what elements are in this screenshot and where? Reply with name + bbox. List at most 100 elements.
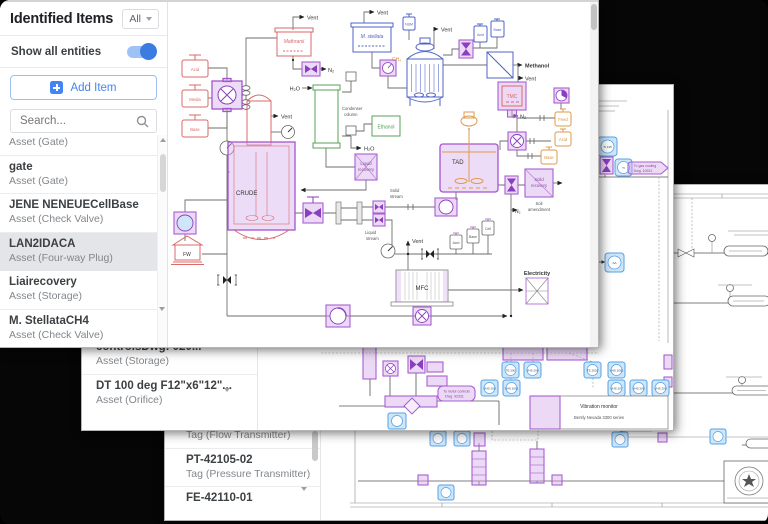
- list-item[interactable]: M. StellataCH4 Asset (Check Valve): [0, 310, 157, 347]
- condenser-column[interactable]: [312, 71, 357, 149]
- solid-recovery-box[interactable]: Solid recovery: [524, 168, 554, 198]
- svg-text:CRUDE: CRUDE: [236, 191, 257, 197]
- condenser-label: column: [344, 112, 358, 117]
- search-input[interactable]: [18, 114, 136, 128]
- recovery-valve[interactable]: [504, 175, 519, 195]
- pipe-coupling[interactable]: [335, 201, 363, 225]
- pid2-equipment[interactable]: [362, 344, 673, 430]
- svg-text:To gas cooling: To gas cooling: [634, 164, 656, 168]
- mathranii-vessel[interactable]: Mathranii: [274, 27, 314, 57]
- search-box[interactable]: [10, 109, 157, 133]
- vent-valve[interactable]: [458, 39, 474, 59]
- pressure-gauge[interactable]: [281, 125, 295, 139]
- tmc-box[interactable]: TMC: [497, 81, 527, 111]
- list-item[interactable]: DT 100 deg F12"x6"12"... Asset (Orifice): [82, 375, 257, 413]
- four-way-valve-2[interactable]: [507, 131, 527, 151]
- solids-pump[interactable]: [434, 197, 458, 217]
- svg-text:AA: AA: [612, 261, 616, 265]
- show-all-entities-toggle[interactable]: [127, 43, 157, 60]
- filter-dropdown[interactable]: All: [122, 9, 159, 29]
- svg-text:Base: Base: [190, 127, 200, 132]
- scrollbar-thumb[interactable]: [312, 431, 318, 461]
- list-item[interactable]: gate Asset (Gate): [0, 156, 157, 195]
- mfc-cell-bottle[interactable]: Cell: [481, 218, 495, 236]
- pid-canvas-2[interactable]: TI 135 TI AA To gas cooling Dwg. 10921: [259, 85, 673, 430]
- bottom-pump[interactable]: [325, 304, 351, 328]
- tad-vessel[interactable]: TAD: [439, 111, 499, 193]
- window-scrollbar[interactable]: [590, 2, 598, 347]
- vibration-sensor-cluster[interactable]: TE 200 VHS 200 TE 2001 VHS 2001 VHS 200 …: [480, 361, 670, 397]
- media-feed-bottle[interactable]: Media: [181, 84, 209, 108]
- add-item-button[interactable]: Add Item: [10, 75, 157, 100]
- four-way-plug-valve[interactable]: [211, 77, 243, 113]
- mfc-stack[interactable]: MFC: [390, 269, 454, 307]
- list-item[interactable]: JENE NENEUECellBase Asset (Check Valve): [0, 194, 157, 233]
- mfc-bracket-valve[interactable]: [421, 248, 439, 260]
- list-item[interactable]: Asset (Gate): [0, 135, 157, 156]
- solid-stream-label: stream: [390, 194, 403, 199]
- small-valve[interactable]: [506, 109, 518, 118]
- pid-canvas-1[interactable]: Acid Media Base: [168, 2, 598, 347]
- stream-valve[interactable]: [372, 200, 386, 214]
- ferm-acid-bottle[interactable]: Acid: [473, 23, 488, 43]
- svg-text:FW: FW: [183, 252, 191, 258]
- motor-controls-banner[interactable]: To motor controls Dwg. 92331: [437, 385, 476, 402]
- ch4-instrument[interactable]: [379, 59, 397, 77]
- m-stellata-vessel[interactable]: M. stellata: [350, 22, 394, 53]
- list-item-name: LAN2IDACA: [9, 237, 76, 250]
- scrollbar-thumb[interactable]: [159, 154, 166, 192]
- list-item-type: Asset (Check Valve): [9, 328, 104, 341]
- nsm-bottle[interactable]: NSM: [402, 13, 416, 31]
- actuated-valve[interactable]: [302, 196, 324, 224]
- list-item-selected[interactable]: LAN2IDACA Asset (Four-way Plug): [0, 232, 157, 272]
- svg-text:To motor controls: To motor controls: [443, 390, 470, 394]
- plus-icon: [50, 81, 64, 94]
- inline-valve[interactable]: [217, 274, 237, 286]
- acid-feed-bottle[interactable]: Acid: [181, 54, 209, 78]
- scroll-down-icon[interactable]: [159, 307, 165, 311]
- list-item[interactable]: Tag (Flow Transmitter): [165, 428, 320, 449]
- pid3-columns[interactable]: [471, 448, 545, 486]
- svg-text:Cell: Cell: [485, 227, 491, 231]
- electricity-box[interactable]: [525, 277, 549, 305]
- n2-supply-valve[interactable]: [301, 61, 321, 77]
- list-item[interactable]: PT-42105-02 Tag (Pressure Transmitter): [165, 449, 320, 488]
- pressure-gauge[interactable]: [380, 243, 396, 259]
- ferm-base-bottle[interactable]: Base: [490, 18, 505, 38]
- list-item[interactable]: controlsDwg: 020... Asset (Storage): [82, 343, 257, 375]
- feed-pump[interactable]: [173, 211, 197, 235]
- mfc-base-bottle[interactable]: Base: [466, 226, 480, 244]
- fw-tank[interactable]: FW: [171, 235, 204, 265]
- acid-bottle[interactable]: Acid: [554, 128, 572, 147]
- scroll-up-icon[interactable]: [159, 138, 166, 142]
- pid2-right-instruments[interactable]: TI 135 TI AA: [597, 136, 633, 273]
- fan-instrument[interactable]: [553, 87, 570, 104]
- mfc-acid-bottle[interactable]: Acid: [449, 232, 463, 250]
- list-scrollbar[interactable]: [157, 135, 167, 347]
- pid3-instruments[interactable]: [417, 427, 727, 501]
- mfc-four-way-valve[interactable]: [412, 306, 432, 326]
- ethanol-box[interactable]: Ethanol: [371, 115, 401, 137]
- chevron-down-icon[interactable]: [224, 388, 230, 392]
- svg-text:Acid: Acid: [559, 137, 568, 142]
- vibration-monitor[interactable]: Vibration monitor Bently Nevada 3300 ser…: [529, 395, 669, 430]
- svg-text:VHS 200: VHS 200: [526, 368, 538, 372]
- list-item[interactable]: FE-42110-01: [165, 487, 320, 511]
- gas-cooling-banner[interactable]: To gas cooling Dwg. 10921: [627, 161, 669, 175]
- list-item[interactable]: Liairecovery Asset (Storage): [0, 271, 157, 310]
- svg-text:TMC: TMC: [507, 94, 518, 100]
- toggle-knob: [140, 43, 157, 60]
- chevron-down-icon[interactable]: [301, 487, 307, 491]
- liquid-recovery-box[interactable]: Liquid recovery: [354, 153, 378, 181]
- scrollbar-thumb[interactable]: [591, 4, 597, 30]
- heat-exchanger[interactable]: [486, 51, 514, 79]
- feed-bottle[interactable]: Feed: [554, 108, 572, 127]
- stream-valve[interactable]: [372, 213, 386, 227]
- base-feed-bottle[interactable]: Base: [181, 114, 209, 138]
- base-bottle[interactable]: Base: [540, 146, 558, 165]
- pid-canvas-3[interactable]: [322, 185, 768, 520]
- entity-list[interactable]: Asset (Gate) gate Asset (Gate) JENE NENE…: [0, 135, 157, 347]
- fermenter-vessel[interactable]: [406, 37, 444, 106]
- crude-vessel[interactable]: CRUDE: [227, 94, 296, 240]
- window-pid-1[interactable]: Identified Items All Show all entities A…: [0, 0, 598, 347]
